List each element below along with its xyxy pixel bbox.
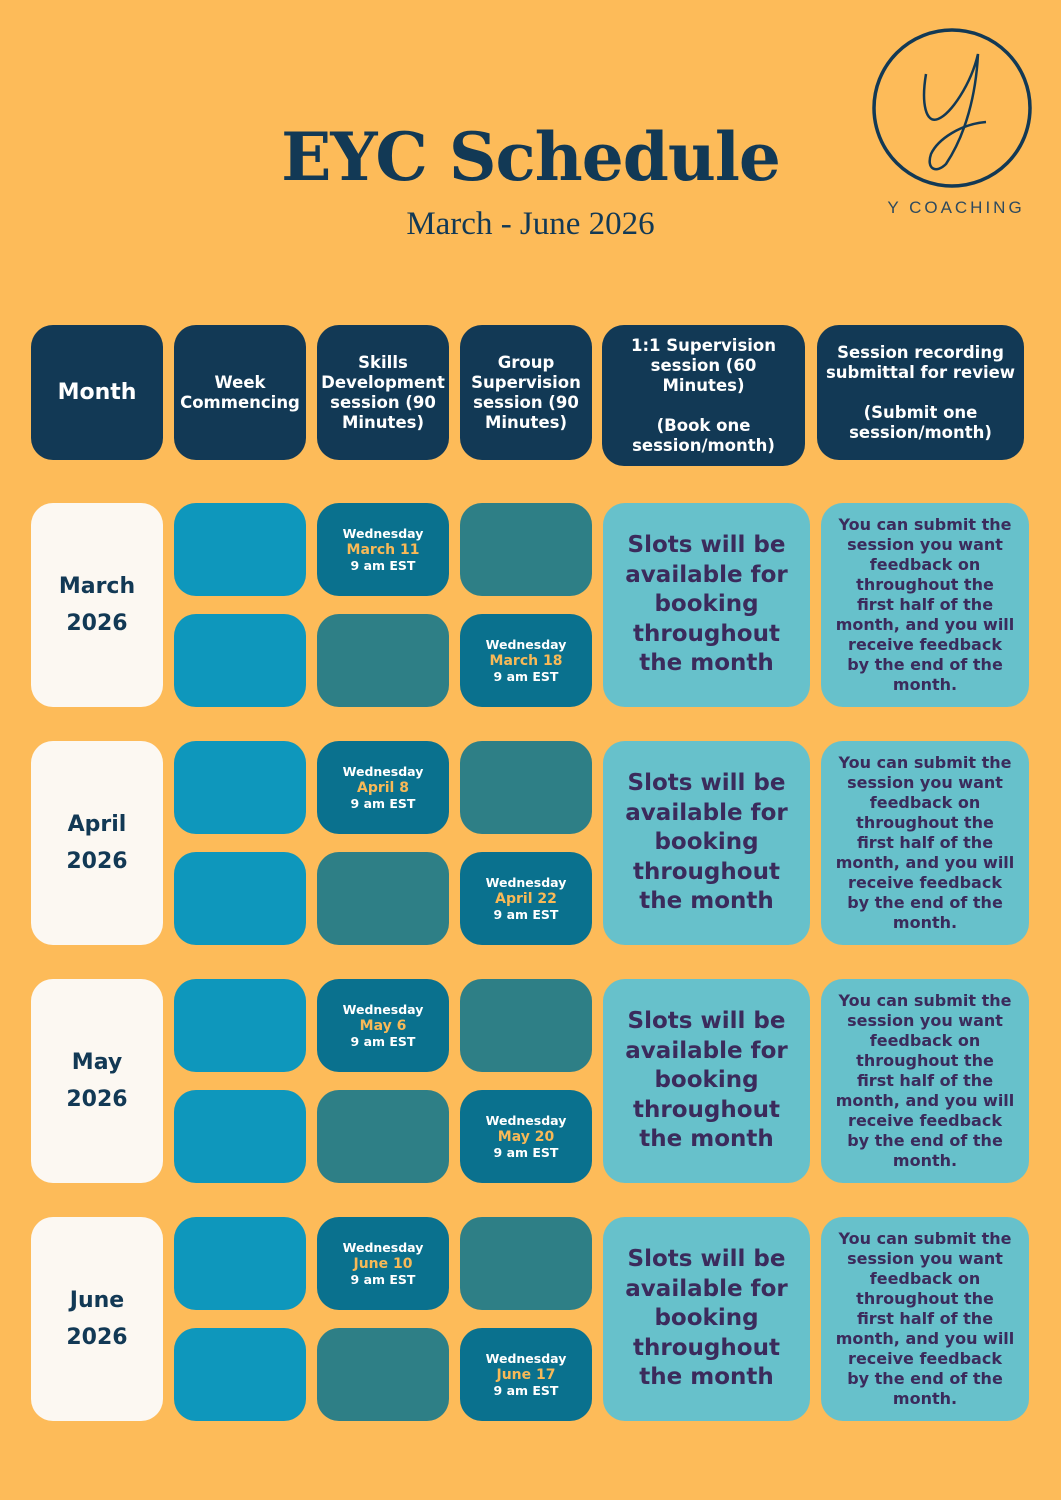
week-cell <box>174 979 306 1072</box>
session-time: 9 am EST <box>493 1382 559 1398</box>
slots-text: Slots will be available for booking thro… <box>625 770 788 915</box>
recording-cell: You can submit the session you want feed… <box>821 979 1029 1183</box>
session-slot[interactable]: Wednesday March 11 9 am EST <box>317 503 449 596</box>
month-name: April <box>67 812 127 837</box>
session-time: 9 am EST <box>350 557 416 573</box>
empty-cell <box>460 503 592 596</box>
session-day: Wednesday <box>485 874 567 890</box>
session-day: Wednesday <box>485 1112 567 1128</box>
session-date: March 18 <box>489 652 563 669</box>
header-week-commencing: Week Commencing <box>174 325 306 460</box>
session-slot[interactable]: Wednesday April 8 9 am EST <box>317 741 449 834</box>
month-cell: June 2026 <box>31 1217 163 1421</box>
header-label: Week Commencing <box>180 372 300 412</box>
recording-cell: You can submit the session you want feed… <box>821 1217 1029 1421</box>
empty-cell <box>460 1217 592 1310</box>
y-coaching-logo: Y COACHING <box>866 24 1046 224</box>
header-label: Skills Development session (90 Minutes) <box>321 352 445 432</box>
week-cell <box>174 614 306 707</box>
month-cell: March 2026 <box>31 503 163 707</box>
session-time: 9 am EST <box>350 795 416 811</box>
header-session-recording: Session recording submittal for review (… <box>817 325 1024 460</box>
submit-text: You can submit the session you want feed… <box>835 515 1015 694</box>
month-name: June <box>69 1288 125 1313</box>
week-cell <box>174 852 306 945</box>
month-name: May <box>71 1050 123 1075</box>
session-date: March 11 <box>346 541 420 558</box>
session-slot[interactable]: Wednesday March 18 9 am EST <box>460 614 592 707</box>
submit-text: You can submit the session you want feed… <box>835 991 1015 1170</box>
header-skills-development: Skills Development session (90 Minutes) <box>317 325 449 460</box>
session-slot[interactable]: Wednesday June 10 9 am EST <box>317 1217 449 1310</box>
logo-circle-icon <box>872 28 1032 188</box>
month-year: 2026 <box>66 611 128 636</box>
session-time: 9 am EST <box>493 668 559 684</box>
one-to-one-cell: Slots will be available for booking thro… <box>603 979 810 1183</box>
submit-text: You can submit the session you want feed… <box>835 1229 1015 1408</box>
month-year: 2026 <box>66 1087 128 1112</box>
session-time: 9 am EST <box>493 906 559 922</box>
slots-text: Slots will be available for booking thro… <box>625 1246 788 1391</box>
session-date: April 22 <box>495 890 557 907</box>
header-label: 1:1 Supervision session (60 Minutes) (Bo… <box>630 335 777 455</box>
header-label: Session recording submittal for review (… <box>825 342 1016 442</box>
session-time: 9 am EST <box>350 1033 416 1049</box>
session-day: Wednesday <box>485 1350 567 1366</box>
week-cell <box>174 1217 306 1310</box>
session-time: 9 am EST <box>493 1144 559 1160</box>
session-time: 9 am EST <box>350 1271 416 1287</box>
header-group-supervision: Group Supervision session (90 Minutes) <box>460 325 592 460</box>
week-cell <box>174 1328 306 1421</box>
session-day: Wednesday <box>342 1001 424 1017</box>
one-to-one-cell: Slots will be available for booking thro… <box>603 741 810 945</box>
session-day: Wednesday <box>342 525 424 541</box>
month-year: 2026 <box>66 1325 128 1350</box>
empty-cell <box>460 979 592 1072</box>
empty-cell <box>460 741 592 834</box>
page-subtitle: March - June 2026 <box>406 206 655 242</box>
month-year: 2026 <box>66 849 128 874</box>
one-to-one-cell: Slots will be available for booking thro… <box>603 503 810 707</box>
session-slot[interactable]: Wednesday May 20 9 am EST <box>460 1090 592 1183</box>
week-cell <box>174 503 306 596</box>
one-to-one-cell: Slots will be available for booking thro… <box>603 1217 810 1421</box>
submit-text: You can submit the session you want feed… <box>835 753 1015 932</box>
session-date: May 20 <box>497 1128 555 1145</box>
week-cell <box>174 1090 306 1183</box>
header-month: Month <box>31 325 163 460</box>
week-cell <box>174 741 306 834</box>
session-slot[interactable]: Wednesday May 6 9 am EST <box>317 979 449 1072</box>
session-date: June 17 <box>496 1366 556 1383</box>
month-cell: April 2026 <box>31 741 163 945</box>
logo-text: Y COACHING <box>887 198 1025 217</box>
month-cell: May 2026 <box>31 979 163 1183</box>
header-one-to-one-supervision: 1:1 Supervision session (60 Minutes) (Bo… <box>602 325 805 466</box>
header-label: Month <box>57 379 137 405</box>
recording-cell: You can submit the session you want feed… <box>821 741 1029 945</box>
page-title: EYC Schedule <box>281 118 781 196</box>
session-date: June 10 <box>353 1255 413 1272</box>
slots-text: Slots will be available for booking thro… <box>625 532 788 677</box>
session-day: Wednesday <box>342 763 424 779</box>
month-name: March <box>58 574 136 599</box>
recording-cell: You can submit the session you want feed… <box>821 503 1029 707</box>
session-day: Wednesday <box>342 1239 424 1255</box>
slots-text: Slots will be available for booking thro… <box>625 1008 788 1153</box>
session-slot[interactable]: Wednesday June 17 9 am EST <box>460 1328 592 1421</box>
empty-cell <box>317 1090 449 1183</box>
empty-cell <box>317 1328 449 1421</box>
session-day: Wednesday <box>485 636 567 652</box>
session-date: April 8 <box>357 779 409 796</box>
header-label: Group Supervision session (90 Minutes) <box>471 352 581 432</box>
empty-cell <box>317 852 449 945</box>
session-slot[interactable]: Wednesday April 22 9 am EST <box>460 852 592 945</box>
empty-cell <box>317 614 449 707</box>
session-date: May 6 <box>359 1017 407 1034</box>
